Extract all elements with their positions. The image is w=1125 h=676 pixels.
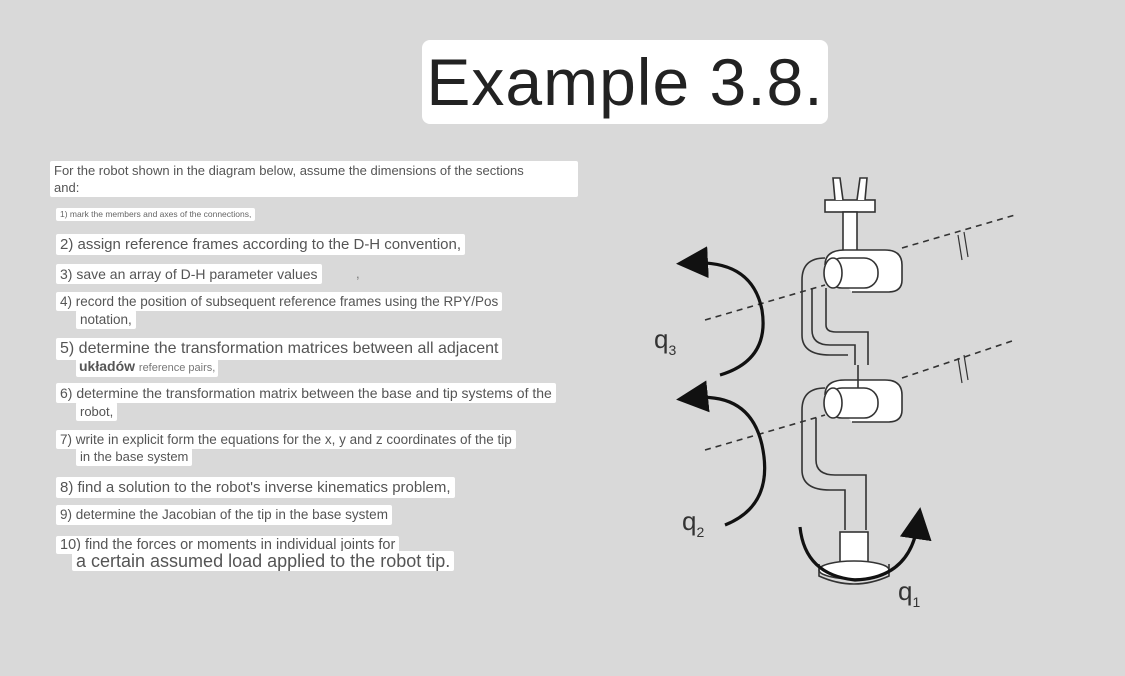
q2-rotation-arrow	[676, 380, 767, 527]
step-7-line-2: in the base system	[76, 448, 193, 466]
step-8: 8) find a solution to the robot's invers…	[56, 477, 455, 498]
q3-label: q3	[654, 324, 676, 358]
step-9: 9) determine the Jacobian of the tip in …	[56, 505, 392, 525]
step-6-line-2: robot,	[76, 402, 118, 421]
step-3: 3) save an array of D-H parameter values	[56, 264, 322, 284]
intro-text: For the robot shown in the diagram below…	[50, 161, 578, 197]
step-6-line-1: 6) determine the transformation matrix b…	[56, 383, 556, 403]
robot-diagram: q3 q2 q1	[654, 177, 1016, 610]
gripper-icon	[824, 177, 876, 261]
step-5-line-2: układów reference pairs,	[76, 358, 219, 377]
step-3-trailing-comma: ,	[356, 266, 360, 281]
step-2: 2) assign reference frames according to …	[56, 234, 466, 255]
q3-rotation-arrow	[676, 246, 765, 377]
step-10-line-1: 10) find the forces or moments in indivi…	[56, 536, 400, 554]
q1-label: q1	[898, 576, 920, 610]
upper-joint-icon	[801, 249, 903, 365]
intro-line-1: For the robot shown in the diagram below…	[54, 163, 524, 178]
page-title: Example 3.8.	[422, 40, 828, 124]
intro-line-2: and:	[54, 180, 80, 195]
step-5-bold-word: układów	[79, 358, 136, 374]
step-7-line-1: 7) write in explicit form the equations …	[56, 430, 516, 449]
step-4-line-2: notation,	[76, 310, 136, 329]
q1-rotation-arrow	[798, 507, 932, 582]
step-4-line-1: 4) record the position of subsequent ref…	[56, 292, 503, 311]
step-5-line-1: 5) determine the transformation matrices…	[56, 338, 503, 360]
q2-label: q2	[682, 506, 704, 540]
lower-joint-icon	[801, 365, 903, 530]
step-10-line-2: a certain assumed load applied to the ro…	[72, 551, 455, 571]
base-icon	[818, 531, 890, 585]
step-1: 1) mark the members and axes of the conn…	[56, 208, 256, 221]
step-5-rest: reference pairs,	[138, 362, 216, 374]
